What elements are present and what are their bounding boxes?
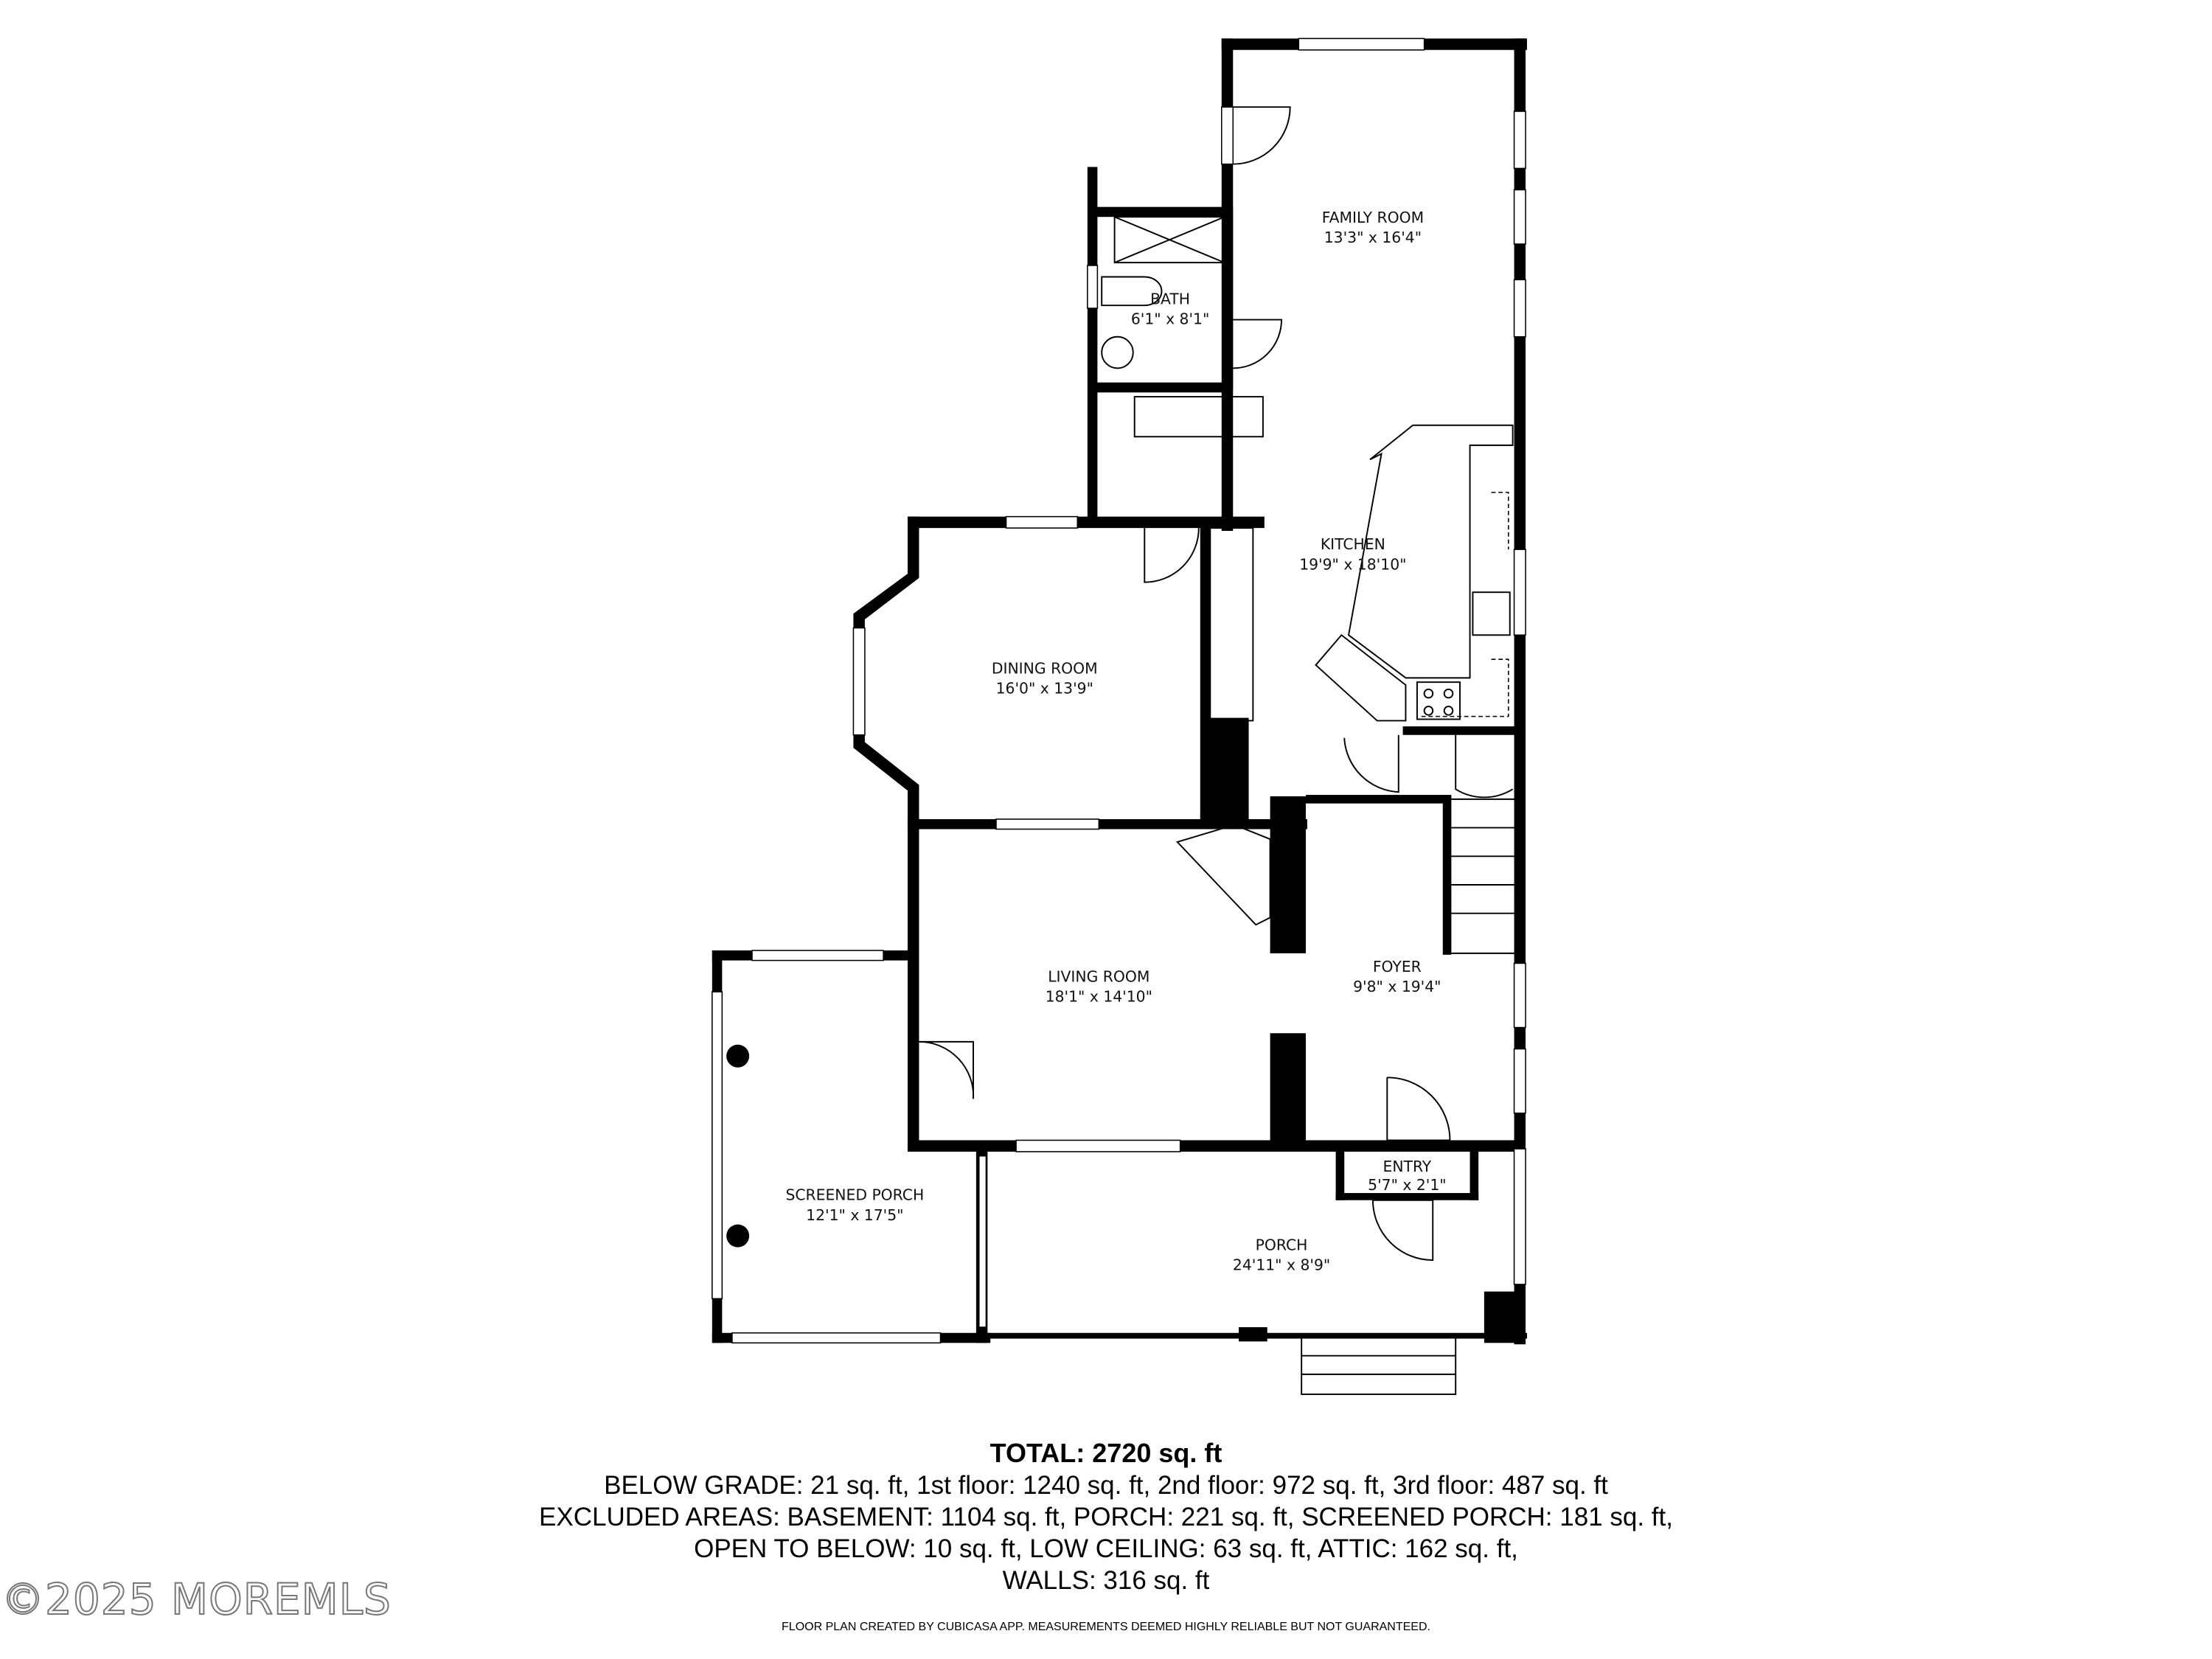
bath-size: 6'1" x 8'1" [1131,310,1209,327]
walls-area-line: WALLS: 316 sq. ft [1002,1566,1210,1595]
entry-size: 5'7" x 2'1" [1368,1176,1446,1194]
watermark: ©2025 MOREMLS [1,1573,392,1625]
family-room-name: FAMILY ROOM [1322,209,1424,226]
foyer-size: 9'8" x 19'4" [1353,978,1441,995]
excluded-areas-line: EXCLUDED AREAS: BASEMENT: 1104 sq. ft, P… [539,1503,1673,1531]
room-labels: FAMILY ROOM 13'3" x 16'4" BATH 6'1" x 8'… [785,209,1446,1274]
kitchen-size: 19'9" x 18'10" [1299,555,1406,573]
excluded-areas-line-2: OPEN TO BELOW: 10 sq. ft, LOW CEILING: 6… [694,1534,1518,1563]
dining-room-size: 16'0" x 13'9" [996,680,1093,698]
total-area: TOTAL: 2720 sq. ft [990,1438,1222,1468]
entry-name: ENTRY [1383,1158,1432,1175]
credit-note: FLOOR PLAN CREATED BY CUBICASA APP. MEAS… [782,1621,1430,1633]
family-room-size: 13'3" x 16'4" [1324,229,1422,246]
living-room-name: LIVING ROOM [1048,968,1150,986]
kitchen-name: KITCHEN [1321,535,1385,553]
area-breakdown-line: BELOW GRADE: 21 sq. ft, 1st floor: 1240 … [604,1471,1608,1500]
screened-porch-size: 12'1" x 17'5" [806,1206,903,1224]
fixtures [726,216,1517,1395]
porch-name: PORCH [1256,1236,1308,1253]
foyer-name: FOYER [1373,958,1422,975]
screened-porch-name: SCREENED PORCH [785,1186,924,1204]
windows [712,38,1526,1344]
bath-name: BATH [1150,290,1190,307]
porch-size: 24'11" x 8'9" [1233,1256,1330,1274]
doors [919,106,1514,1262]
dining-room-name: DINING ROOM [992,660,1098,678]
living-room-size: 18'1" x 14'10" [1046,988,1152,1006]
